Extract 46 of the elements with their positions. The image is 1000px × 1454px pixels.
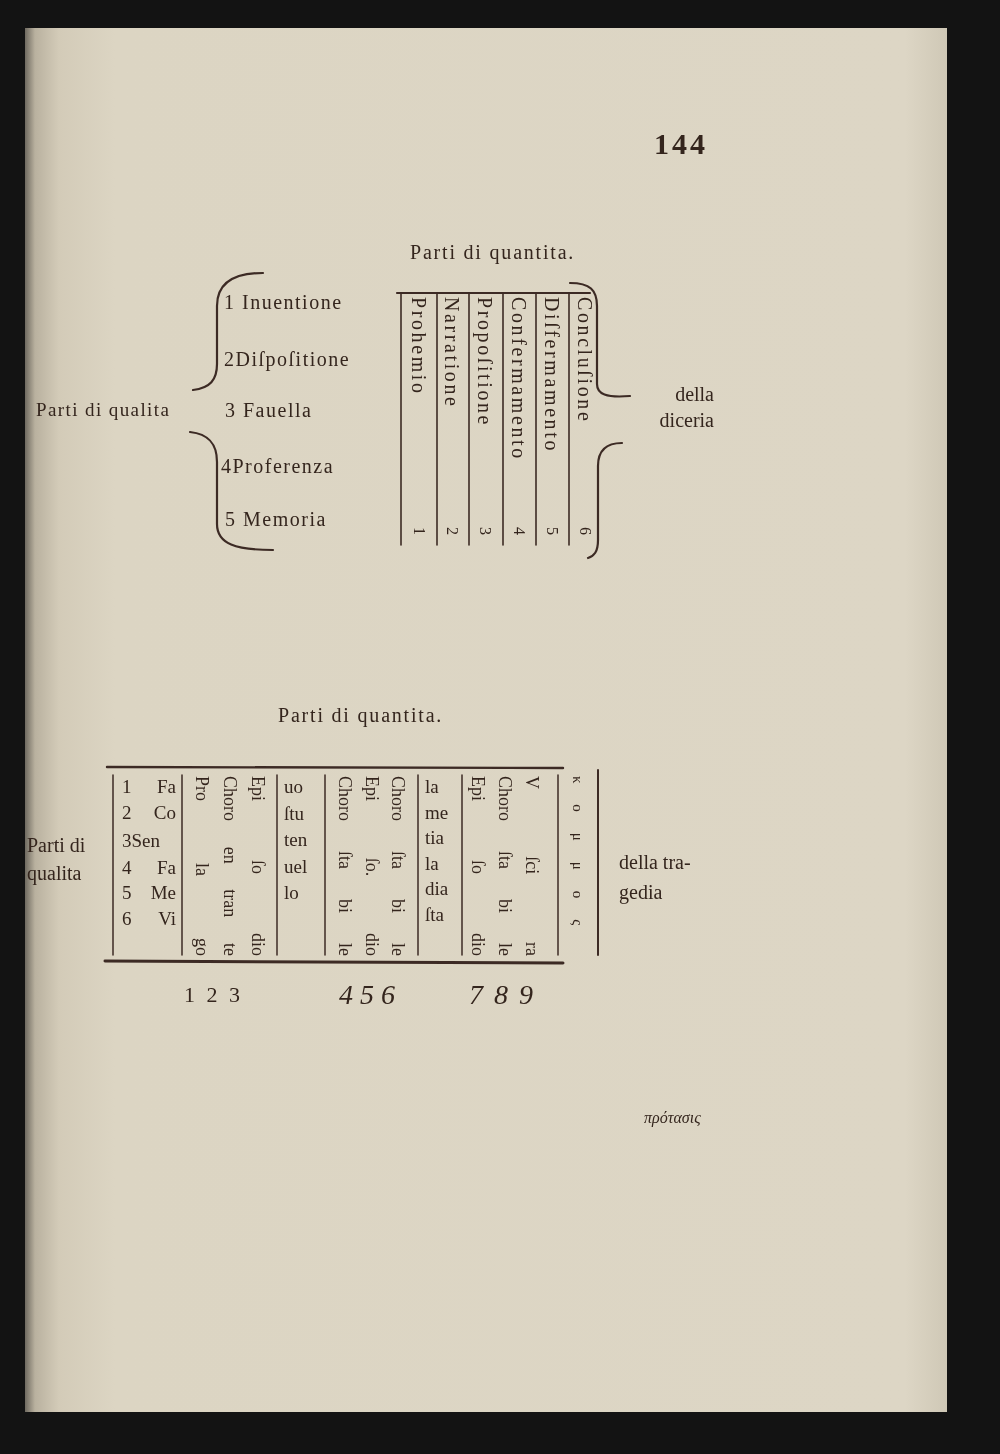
brace-label: della diceria bbox=[658, 382, 714, 433]
catchword: πρότασις bbox=[644, 1108, 701, 1127]
cell-text: la me tia la dia ſta bbox=[425, 775, 450, 927]
group-label: Parti di qualita bbox=[27, 833, 87, 887]
cell-text: κομμος bbox=[569, 776, 587, 949]
cell-text: Epi ſo dio bbox=[467, 776, 489, 956]
cell-text: Choro ſta bi le bbox=[494, 776, 516, 956]
list-item: 3 Fauella bbox=[225, 398, 313, 422]
column-number: 3 bbox=[476, 527, 495, 537]
column-numbers: 1 2 3 bbox=[184, 982, 240, 1008]
row-label: 5 Me bbox=[122, 881, 176, 905]
column-numbers: 7 8 9 bbox=[469, 978, 535, 1012]
cell-text: uo ſtu ten uel lo bbox=[284, 775, 309, 905]
cell-text: Choro ſta bi le bbox=[387, 776, 409, 956]
row-label: 4 Fa bbox=[122, 856, 176, 880]
column-number: 2 bbox=[443, 527, 462, 537]
column-label: Propoſitione bbox=[473, 297, 497, 430]
list-item: 1 Inuentione bbox=[224, 290, 343, 314]
column-number: 4 bbox=[510, 527, 529, 537]
row-label: 1 Fa bbox=[122, 775, 176, 799]
row-label: 6 Vi bbox=[122, 907, 176, 931]
cell-text: Choro en tran te bbox=[219, 776, 241, 956]
column-label: Narratione bbox=[440, 297, 464, 411]
column-label: Confermamento bbox=[507, 297, 531, 463]
cell-text: Epi ſo dio bbox=[247, 776, 269, 956]
page-number: 144 bbox=[654, 126, 708, 162]
row-label: 3Sen bbox=[122, 829, 161, 853]
column-number: 1 bbox=[410, 527, 429, 537]
column-label: Concluſione bbox=[573, 297, 597, 426]
cell-text: V ſci ra bbox=[521, 776, 543, 956]
cell-text: Epi ſo. dio bbox=[361, 776, 383, 956]
column-label: Diſfermamento bbox=[540, 297, 564, 455]
column-number: 6 bbox=[576, 527, 595, 537]
list-item: 4Proferenza bbox=[221, 454, 335, 478]
cell-text: Choro ſta bi le bbox=[334, 776, 356, 956]
list-item: 5 Memoria bbox=[225, 507, 327, 531]
list-item: 2Diſpoſitione bbox=[224, 347, 351, 371]
column-label: Prohemio bbox=[407, 297, 431, 398]
brace-label: della tra- gedia bbox=[619, 850, 692, 906]
column-number: 5 bbox=[543, 527, 562, 537]
column-numbers: 4 5 6 bbox=[339, 978, 395, 1012]
row-label: 2 Co bbox=[122, 801, 176, 825]
table-heading: Parti di quantita. bbox=[278, 703, 444, 727]
cell-text: Pro la go bbox=[191, 776, 213, 956]
table-heading: Parti di quantita. bbox=[410, 240, 576, 264]
group-label: Parti di qualita bbox=[36, 398, 171, 421]
